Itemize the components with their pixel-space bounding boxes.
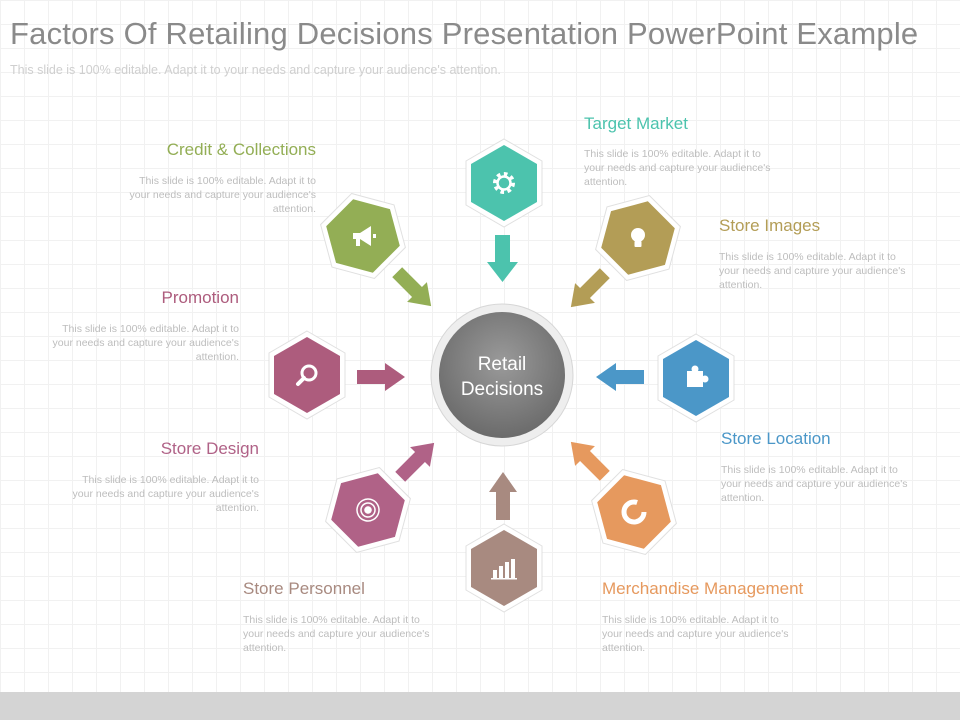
desc-promotion: This slide is 100% editable. Adapt it to… [52,323,239,363]
label-store-design: Store Design [160,439,259,458]
center-node: Retail Decisions [430,303,574,447]
label-store-images: Store Images [719,216,821,235]
label-promotion: Promotion [161,288,239,307]
arrow-store-design [395,442,435,482]
label-credit-collections: Credit & Collections [166,140,316,159]
desc-store-images: This slide is 100% editable. Adapt it to… [719,251,906,291]
desc-credit-collections: This slide is 100% editable. Adapt it to… [129,175,316,215]
donut-chart-icon [621,499,647,525]
hex-node-store-design [325,466,411,554]
label-target-market: Target Market [584,114,688,133]
slide-subtitle: This slide is 100% editable. Adapt it to… [10,63,501,77]
hex-node-target-market [465,138,543,228]
arrow-store-personnel [489,472,517,520]
desc-store-personnel: This slide is 100% editable. Adapt it to… [243,614,430,654]
hex-node-store-location [657,333,735,423]
desc-store-design: This slide is 100% editable. Adapt it to… [72,474,259,514]
target-icon [356,498,380,522]
puzzle-icon [687,365,709,387]
hex-node-promotion [268,330,346,420]
center-label-line1: Retail [478,354,527,375]
magnifier-icon [296,364,318,386]
footer-bar [0,692,960,720]
label-merchandise-management: Merchandise Management [602,579,804,598]
hex-node-store-personnel [465,523,543,613]
label-store-personnel: Store Personnel [243,579,365,598]
arrow-store-images [570,268,610,308]
center-label-line2: Decisions [461,379,543,400]
label-store-location: Store Location [721,429,831,448]
desc-store-location: This slide is 100% editable. Adapt it to… [721,464,908,504]
hex-node-credit-collections [320,192,406,280]
megaphone-icon [353,226,376,246]
arrow-promotion [357,363,405,391]
slide-title: Factors Of Retailing Decisions Presentat… [10,16,919,51]
arrow-store-location [596,363,644,391]
arrow-merchandise-management [570,441,610,481]
arrow-credit-collections [392,267,432,307]
gear-icon [493,172,515,194]
hex-node-store-images [595,194,681,282]
bar-chart-icon [491,559,517,580]
lightbulb-icon [631,228,645,247]
desc-merchandise-management: This slide is 100% editable. Adapt it to… [602,614,789,654]
desc-target-market: This slide is 100% editable. Adapt it to… [584,148,771,188]
arrow-target-market [487,235,518,282]
hex-node-merchandise-management [591,468,677,556]
